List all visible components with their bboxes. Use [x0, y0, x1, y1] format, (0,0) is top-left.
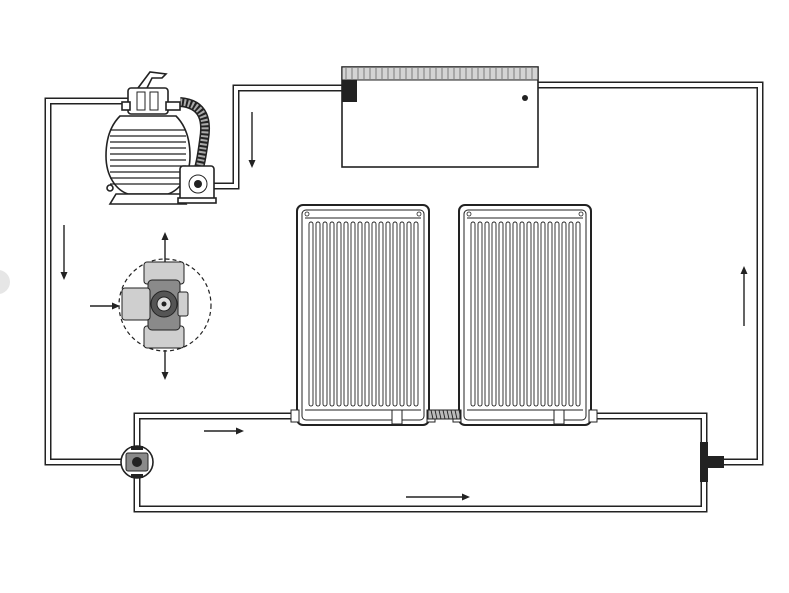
- three-way-valve-icon: [120, 445, 154, 479]
- pipe-pump-to-pool: [214, 84, 342, 190]
- flow-arrow-right: [204, 427, 244, 435]
- valve-detail-callout-icon: [118, 258, 212, 352]
- pipe-connector-icon: [700, 442, 724, 482]
- flow-arrow-up: [161, 232, 169, 262]
- solar-collectors: [290, 204, 598, 426]
- pump-stripes: [110, 129, 186, 185]
- pool: [341, 66, 539, 168]
- solar-panel-icon: [290, 204, 436, 426]
- collector-link-hose: [427, 409, 462, 420]
- flow-arrows: [60, 112, 748, 501]
- pool-rim: [341, 66, 539, 81]
- pool-inlet: [342, 80, 357, 102]
- pool-outlet: [522, 95, 528, 101]
- flow-arrow-up: [740, 266, 748, 326]
- flow-arrow-down: [60, 225, 68, 280]
- flow-arrow-down: [161, 350, 169, 380]
- pool-filter-pump-icon: [105, 71, 217, 205]
- pipe-collector-return: [592, 412, 708, 446]
- pipe-network: [44, 81, 764, 513]
- pool-body: [341, 66, 539, 168]
- solar-panel-icon: [452, 204, 598, 426]
- pipe-bypass: [133, 476, 708, 513]
- flow-arrow-right: [90, 302, 120, 310]
- pipe-collector-supply: [133, 412, 297, 450]
- flow-arrow-down: [248, 112, 256, 168]
- edge-marker: [0, 270, 10, 294]
- flow-arrow-right: [406, 493, 470, 501]
